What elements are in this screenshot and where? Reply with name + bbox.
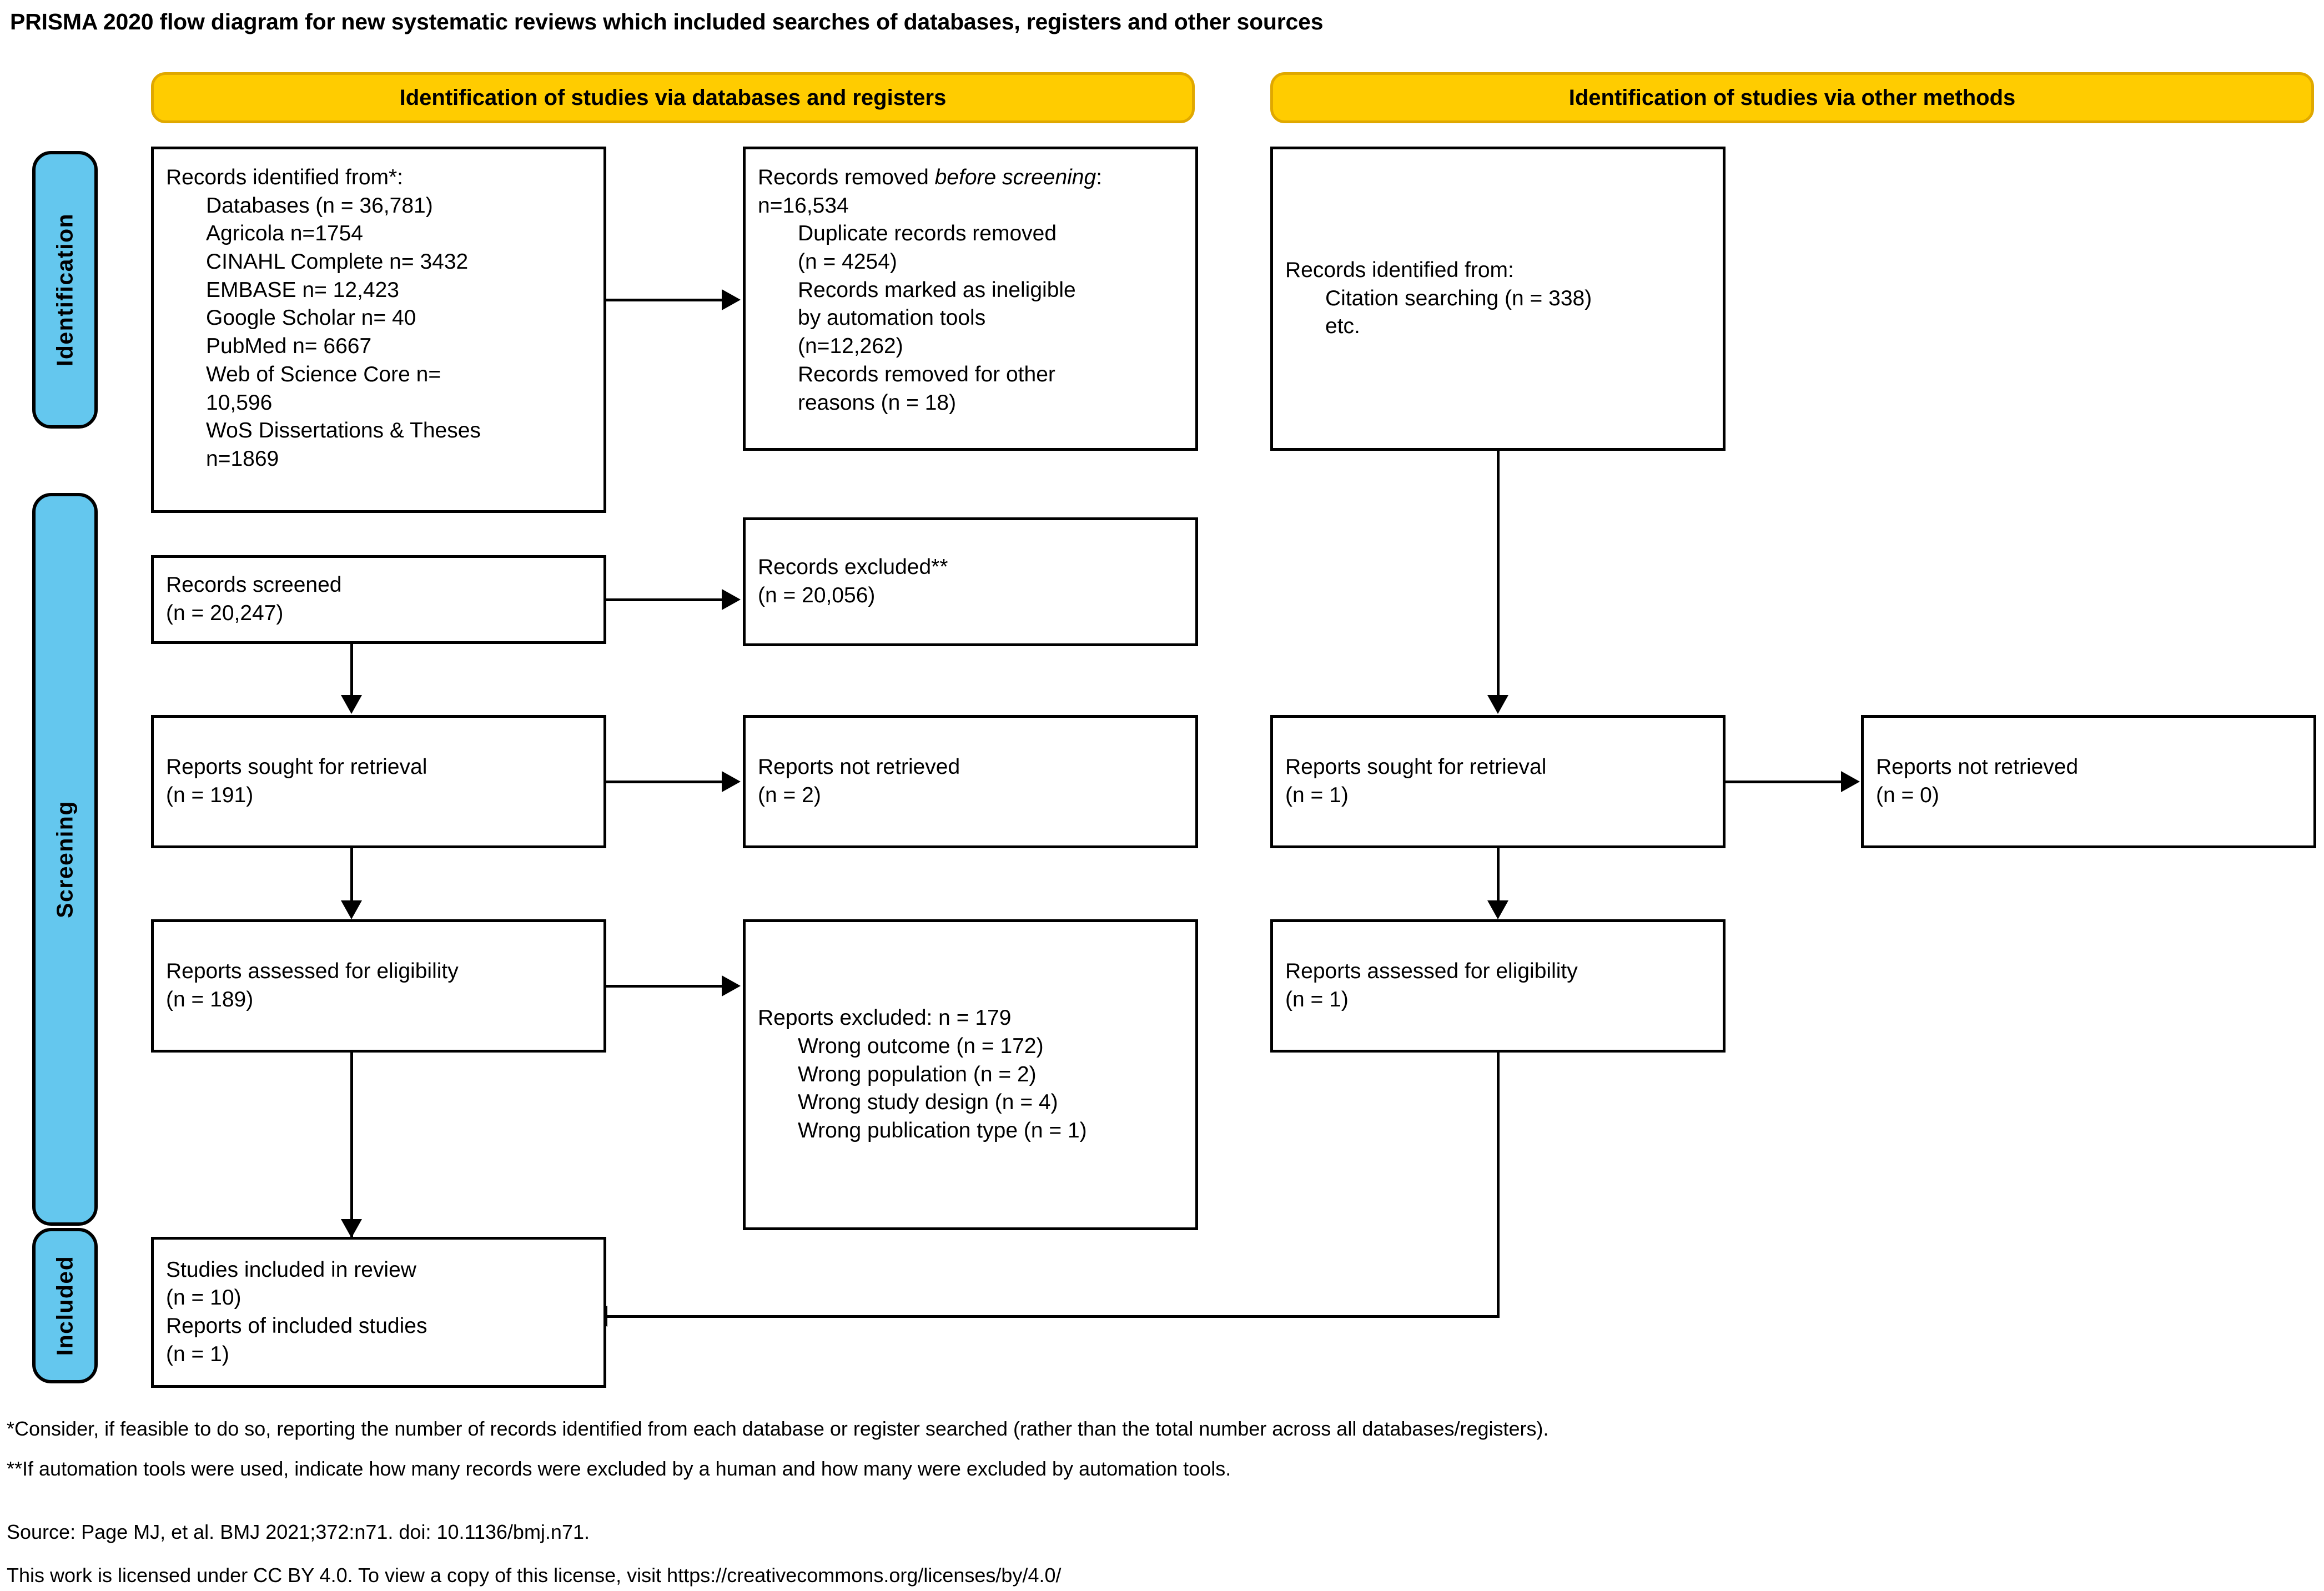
box-reports-not-retrieved-other: Reports not retrieved (n = 0) bbox=[1861, 715, 2316, 848]
connector-assessed-to-included-db bbox=[350, 1053, 353, 1238]
records-identified-line: EMBASE n= 12,423 bbox=[206, 278, 399, 302]
records-identified-line: Agricola n=1754 bbox=[206, 221, 363, 246]
arrowhead-other-identified-to-sought bbox=[1487, 695, 1508, 714]
records-removed-line: by automation tools bbox=[798, 306, 986, 330]
connector-sought-to-assessed-other bbox=[1497, 848, 1500, 902]
reports-not-retrieved-db-line1: Reports not retrieved bbox=[758, 755, 960, 779]
footnote-license: This work is licensed under CC BY 4.0. T… bbox=[7, 1564, 1062, 1587]
arrowhead-screened-to-sought bbox=[341, 695, 362, 714]
connector-identified-to-removed bbox=[606, 299, 723, 301]
box-records-identified-from: Records identified from*: Databases (n =… bbox=[151, 147, 606, 513]
footnote-double-asterisk: **If automation tools were used, indicat… bbox=[7, 1457, 1231, 1480]
banner-databases-registers: Identification of studies via databases … bbox=[151, 72, 1195, 123]
banner-label-other: Identification of studies via other meth… bbox=[1568, 85, 2016, 110]
box-records-screened: Records screened (n = 20,247) bbox=[151, 555, 606, 644]
records-identified-line: n=1869 bbox=[206, 446, 279, 471]
studies-included-line2: (n = 10) bbox=[166, 1286, 242, 1310]
studies-included-line4: (n = 1) bbox=[166, 1342, 229, 1366]
box-reports-sought-databases: Reports sought for retrieval (n = 191) bbox=[151, 715, 606, 848]
connector-sought-to-notretrieved-db bbox=[606, 781, 723, 783]
records-removed-line: Duplicate records removed bbox=[798, 221, 1057, 246]
stage-label-identification: Identification bbox=[52, 213, 78, 367]
records-identified-line: CINAHL Complete n= 3432 bbox=[206, 250, 469, 274]
stage-bar-screening: Screening bbox=[32, 493, 98, 1226]
reports-not-retrieved-other-line2: (n = 0) bbox=[1876, 783, 1939, 807]
box-reports-assessed-other: Reports assessed for eligibility (n = 1) bbox=[1270, 919, 1726, 1053]
arrowhead-assessed-to-excluded bbox=[722, 975, 741, 996]
records-screened-line2: (n = 20,247) bbox=[166, 601, 284, 625]
footnote-single-asterisk: *Consider, if feasible to do so, reporti… bbox=[7, 1417, 1549, 1440]
reports-sought-other-line2: (n = 1) bbox=[1285, 783, 1349, 807]
records-excluded-line2: (n = 20,056) bbox=[758, 583, 876, 607]
banner-label-databases: Identification of studies via databases … bbox=[399, 85, 947, 110]
records-removed-line: Records marked as ineligible bbox=[798, 278, 1076, 302]
box-reports-assessed-databases: Reports assessed for eligibility (n = 18… bbox=[151, 919, 606, 1053]
box-records-removed-before-screening: Records removed before screening: n=16,5… bbox=[743, 147, 1198, 451]
reports-not-retrieved-db-line2: (n = 2) bbox=[758, 783, 821, 807]
reports-assessed-db-line1: Reports assessed for eligibility bbox=[166, 959, 459, 984]
connector-sought-to-notretrieved-other bbox=[1726, 781, 1842, 783]
connector-screened-to-sought bbox=[350, 644, 353, 696]
records-removed-line: reasons (n = 18) bbox=[798, 390, 957, 415]
connector-screened-to-excluded bbox=[606, 598, 723, 601]
box-records-excluded: Records excluded** (n = 20,056) bbox=[743, 517, 1198, 646]
page-title: PRISMA 2020 flow diagram for new systema… bbox=[10, 9, 1324, 34]
connector-assessed-to-excluded bbox=[606, 985, 723, 988]
box-reports-not-retrieved-databases: Reports not retrieved (n = 2) bbox=[743, 715, 1198, 848]
records-identified-line: 10,596 bbox=[206, 390, 273, 415]
arrowhead-identified-to-removed bbox=[722, 289, 741, 310]
box-records-identified-other: Records identified from: Citation search… bbox=[1270, 147, 1726, 451]
records-removed-heading: Records removed before bbox=[758, 165, 997, 189]
footnote-source: Source: Page MJ, et al. BMJ 2021;372:n71… bbox=[7, 1520, 590, 1543]
banner-other-methods: Identification of studies via other meth… bbox=[1270, 72, 2314, 123]
reports-excluded-line: Wrong population (n = 2) bbox=[798, 1062, 1037, 1086]
records-identified-other-heading: Records identified from: bbox=[1285, 258, 1514, 282]
stage-bar-identification: Identification bbox=[32, 151, 98, 429]
records-removed-line: (n=12,262) bbox=[798, 334, 903, 359]
reports-sought-other-line1: Reports sought for retrieval bbox=[1285, 755, 1547, 779]
arrowhead-sought-to-assessed-other bbox=[1487, 900, 1508, 919]
records-removed-heading-2: screening: n=16,534 bbox=[758, 165, 1103, 218]
records-identified-line: WoS Dissertations & Theses bbox=[206, 419, 481, 443]
studies-included-line3: Reports of included studies bbox=[166, 1314, 427, 1338]
records-identified-line: PubMed n= 6667 bbox=[206, 334, 372, 359]
records-screened-line1: Records screened bbox=[166, 573, 342, 597]
reports-assessed-db-line2: (n = 189) bbox=[166, 988, 254, 1011]
arrowhead-sought-to-notretrieved-other bbox=[1841, 771, 1860, 792]
records-identified-heading: Records identified from*: bbox=[166, 165, 404, 189]
records-excluded-line1: Records excluded** bbox=[758, 555, 948, 580]
reports-not-retrieved-other-line1: Reports not retrieved bbox=[1876, 755, 2079, 779]
stage-label-included: Included bbox=[52, 1255, 78, 1356]
box-studies-included: Studies included in review (n = 10) Repo… bbox=[151, 1237, 606, 1388]
reports-assessed-other-line2: (n = 1) bbox=[1285, 988, 1349, 1011]
records-identified-other-line: etc. bbox=[1325, 314, 1360, 339]
reports-excluded-line: Wrong outcome (n = 172) bbox=[798, 1034, 1044, 1058]
arrowhead-sought-to-notretrieved-db bbox=[722, 771, 741, 792]
connector-other-identified-to-sought bbox=[1497, 451, 1500, 696]
records-identified-other-line: Citation searching (n = 338) bbox=[1325, 286, 1592, 310]
reports-excluded-heading: Reports excluded: n = 179 bbox=[758, 1006, 1012, 1030]
connector-sought-to-assessed-db bbox=[350, 848, 353, 902]
stage-bar-included: Included bbox=[32, 1228, 98, 1383]
studies-included-line1: Studies included in review bbox=[166, 1257, 416, 1282]
stage-label-screening: Screening bbox=[52, 800, 78, 918]
reports-assessed-other-line1: Reports assessed for eligibility bbox=[1285, 959, 1578, 984]
arrowhead-assessed-to-included-db bbox=[341, 1219, 362, 1238]
reports-excluded-line: Wrong publication type (n = 1) bbox=[798, 1119, 1087, 1143]
records-identified-line: Web of Science Core n= bbox=[206, 362, 441, 386]
records-identified-line: Databases (n = 36,781) bbox=[206, 193, 433, 218]
reports-excluded-line: Wrong study design (n = 4) bbox=[798, 1090, 1058, 1115]
box-reports-sought-other: Reports sought for retrieval (n = 1) bbox=[1270, 715, 1726, 848]
connector-assessed-other-left bbox=[606, 1315, 1500, 1318]
records-identified-line: Google Scholar n= 40 bbox=[206, 306, 416, 330]
records-removed-line: Records removed for other bbox=[798, 362, 1055, 386]
box-reports-excluded: Reports excluded: n = 179 Wrong outcome … bbox=[743, 919, 1198, 1230]
connector-assessed-other-down bbox=[1497, 1053, 1500, 1318]
reports-sought-db-line1: Reports sought for retrieval bbox=[166, 755, 427, 779]
reports-sought-db-line2: (n = 191) bbox=[166, 783, 254, 807]
records-removed-line: (n = 4254) bbox=[798, 250, 897, 274]
arrowhead-sought-to-assessed-db bbox=[341, 900, 362, 919]
arrowhead-screened-to-excluded bbox=[722, 589, 741, 610]
